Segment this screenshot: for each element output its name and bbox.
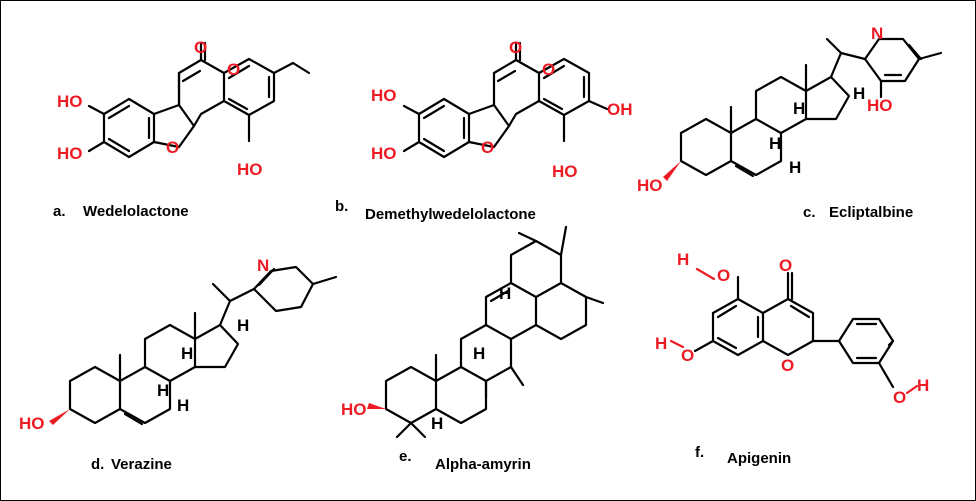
atom-h-3: H bbox=[237, 316, 249, 335]
atom-ho-3: HO bbox=[237, 160, 263, 179]
caption-verazine: Verazine bbox=[111, 456, 172, 473]
structure-apigenin: H O O H O O O H f. Apigenin bbox=[655, 250, 929, 467]
atom-h-c: H bbox=[917, 376, 929, 395]
atom-h-a: H bbox=[677, 250, 689, 269]
atom-h-1: H bbox=[499, 284, 511, 303]
atom-carbonyl-o: O bbox=[779, 256, 792, 275]
caption-alpha-amyrin: Alpha-amyrin bbox=[435, 456, 531, 473]
atom-h-1: H bbox=[769, 134, 781, 153]
atom-o-c: O bbox=[893, 388, 906, 407]
atom-h-2: H bbox=[473, 344, 485, 363]
atom-h-2: H bbox=[181, 344, 193, 363]
caption-letter-a: a. bbox=[53, 203, 66, 220]
atom-h-b: H bbox=[655, 334, 667, 353]
atom-ring-o: O bbox=[227, 60, 240, 79]
atom-h-3: H bbox=[853, 84, 865, 103]
atom-oh-4: OH bbox=[607, 100, 633, 119]
atom-ho-1: HO bbox=[371, 86, 397, 105]
atom-carbonyl-o: O bbox=[194, 38, 207, 57]
atom-ho-2: HO bbox=[371, 144, 397, 163]
caption-letter-d: d. bbox=[91, 456, 104, 473]
atom-h-4: H bbox=[177, 396, 189, 415]
atom-carbonyl-o: O bbox=[509, 38, 522, 57]
atom-ho-pyridine: HO bbox=[867, 96, 893, 115]
structure-ecliptalbine: N HO HO H H H H c. Ecliptalbine bbox=[637, 24, 943, 221]
atom-o-b: O bbox=[681, 346, 694, 365]
structure-alpha-amyrin: HO H H H e. Alpha-amyrin bbox=[341, 225, 605, 473]
atom-h-4: H bbox=[789, 158, 801, 177]
atom-ho-2: HO bbox=[57, 144, 83, 163]
caption-demethylwedelolactone: Demethylwedelolactone bbox=[365, 206, 536, 223]
structure-demethylwedelolactone: O O O HO HO HO OH b. Demethylwedelolacto… bbox=[335, 38, 633, 223]
atom-ho-steroid: HO bbox=[637, 176, 663, 195]
atom-ring-o: O bbox=[781, 356, 794, 375]
caption-letter-f: f. bbox=[695, 444, 704, 461]
atom-h-2: H bbox=[793, 99, 805, 118]
structure-verazine: N HO H H H H d. Verazine bbox=[19, 256, 338, 473]
caption-letter-e: e. bbox=[399, 448, 412, 465]
caption-letter-b: b. bbox=[335, 198, 348, 215]
structure-wedelolactone: O O O HO HO HO a. Wedelolactone bbox=[53, 38, 311, 220]
atom-ho-1: HO bbox=[57, 92, 83, 111]
caption-ecliptalbine: Ecliptalbine bbox=[829, 204, 913, 221]
atom-n: N bbox=[871, 24, 883, 43]
atom-furan-o: O bbox=[481, 138, 494, 157]
atom-h-1: H bbox=[157, 381, 169, 400]
atom-n: N bbox=[257, 256, 269, 275]
caption-wedelolactone: Wedelolactone bbox=[83, 203, 189, 220]
atom-h-3: H bbox=[431, 414, 443, 433]
atom-o-a: O bbox=[717, 266, 730, 285]
atom-ho: HO bbox=[19, 414, 45, 433]
atom-ho-3: HO bbox=[552, 162, 578, 181]
atom-ring-o: O bbox=[542, 60, 555, 79]
caption-letter-c: c. bbox=[803, 204, 816, 221]
atom-ho: HO bbox=[341, 400, 367, 419]
caption-apigenin: Apigenin bbox=[727, 450, 791, 467]
atom-furan-o: O bbox=[166, 138, 179, 157]
